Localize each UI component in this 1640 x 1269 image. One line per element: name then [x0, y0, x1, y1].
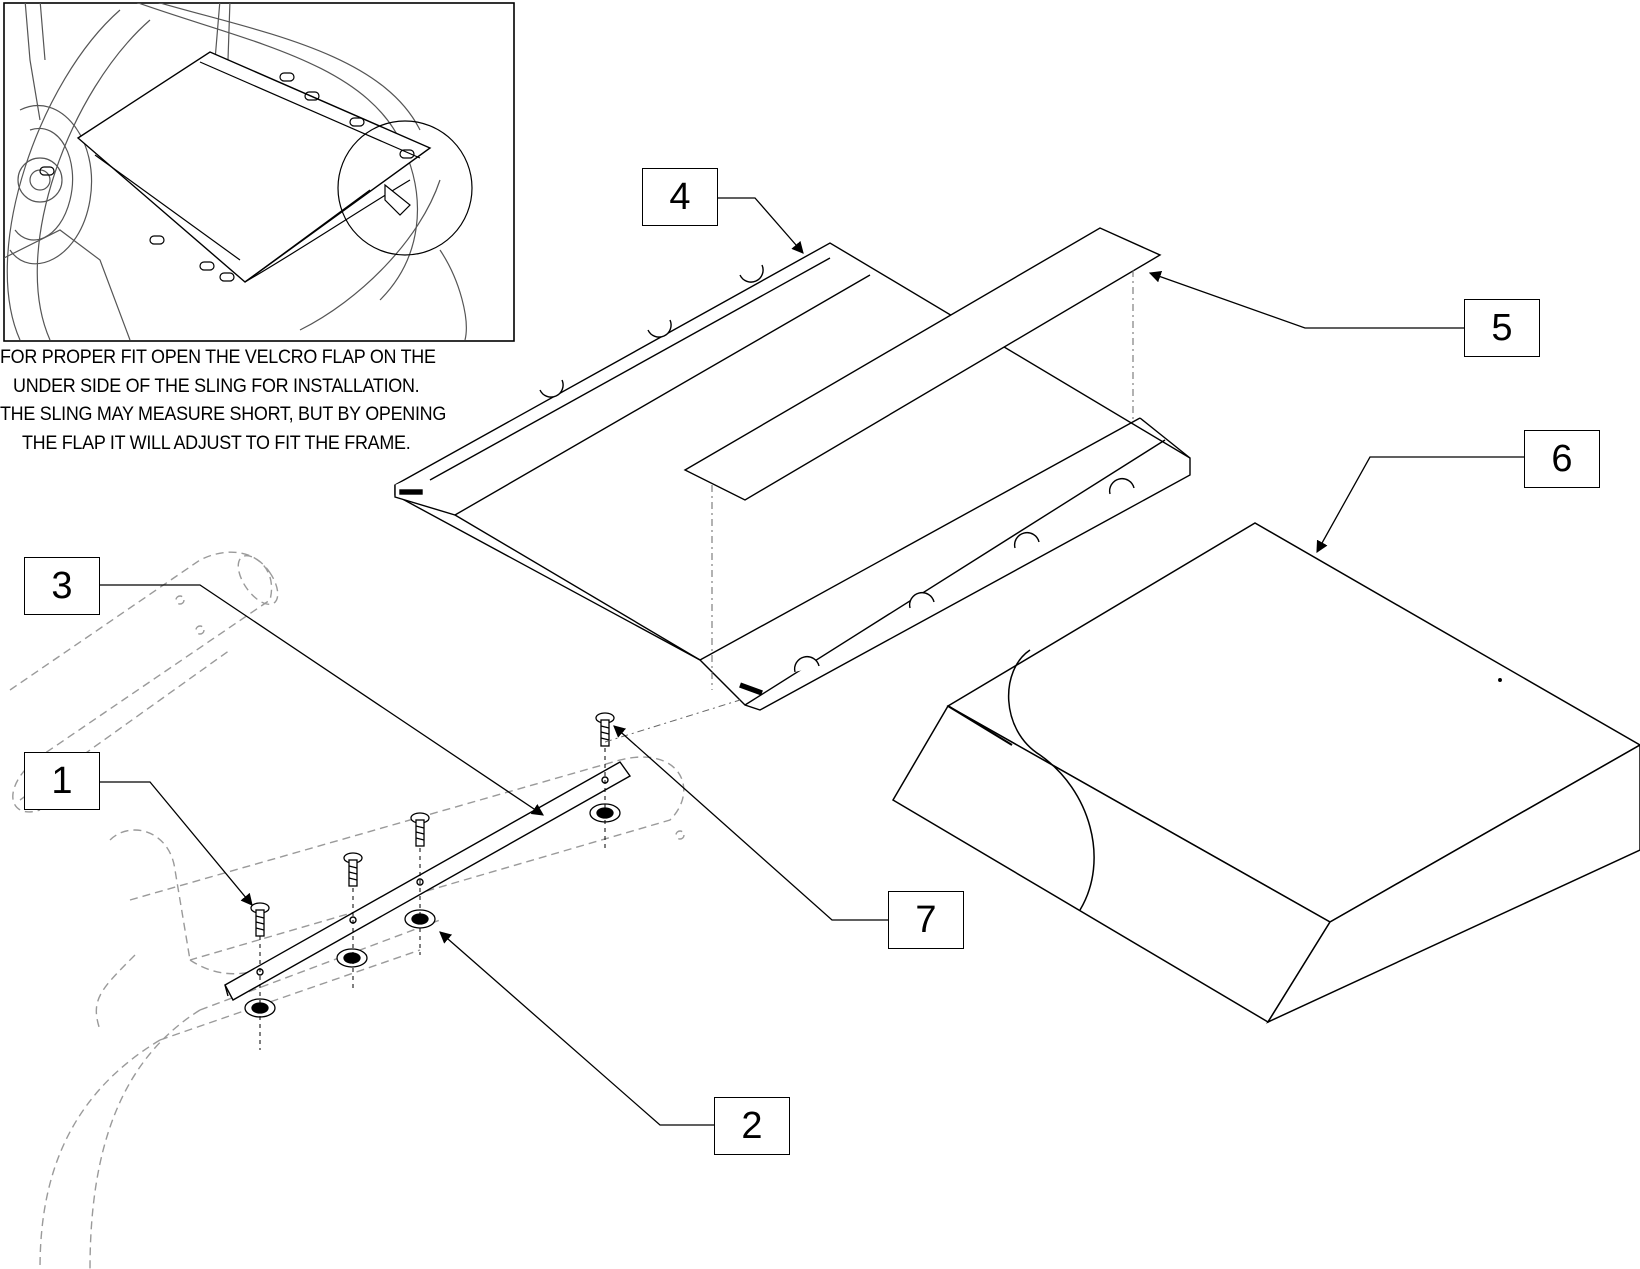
callout-4: 4 — [642, 168, 718, 226]
leader-lines — [100, 197, 1526, 1126]
note-line: THE FLAP IT WILL ADJUST TO FIT THE FRAME… — [21, 431, 411, 454]
callout-2: 2 — [714, 1097, 790, 1155]
callout-1: 1 — [24, 752, 100, 810]
mounting-strip — [224, 761, 632, 1001]
screws — [250, 712, 615, 937]
chair-frame-phantom — [9, 551, 685, 1269]
washers — [244, 803, 621, 1018]
inset-detail-view — [3, 2, 515, 342]
seat-sling — [394, 242, 1191, 711]
note-line: UNDER SIDE OF THE SLING FOR INSTALLATION… — [13, 374, 420, 397]
note-line: FOR PROPER FIT OPEN THE VELCRO FLAP ON T… — [0, 346, 436, 368]
velcro-flap — [683, 227, 1162, 501]
callout-7: 7 — [888, 891, 964, 949]
callout-3: 3 — [24, 557, 100, 615]
callout-6: 6 — [1524, 430, 1600, 488]
installation-note: FOR PROPER FIT OPEN THE VELCRO FLAP ON T… — [0, 343, 447, 457]
callout-5: 5 — [1464, 299, 1540, 357]
seat-cushion — [891, 522, 1640, 1024]
note-line: THE SLING MAY MEASURE SHORT, BUT BY OPEN… — [0, 403, 447, 425]
